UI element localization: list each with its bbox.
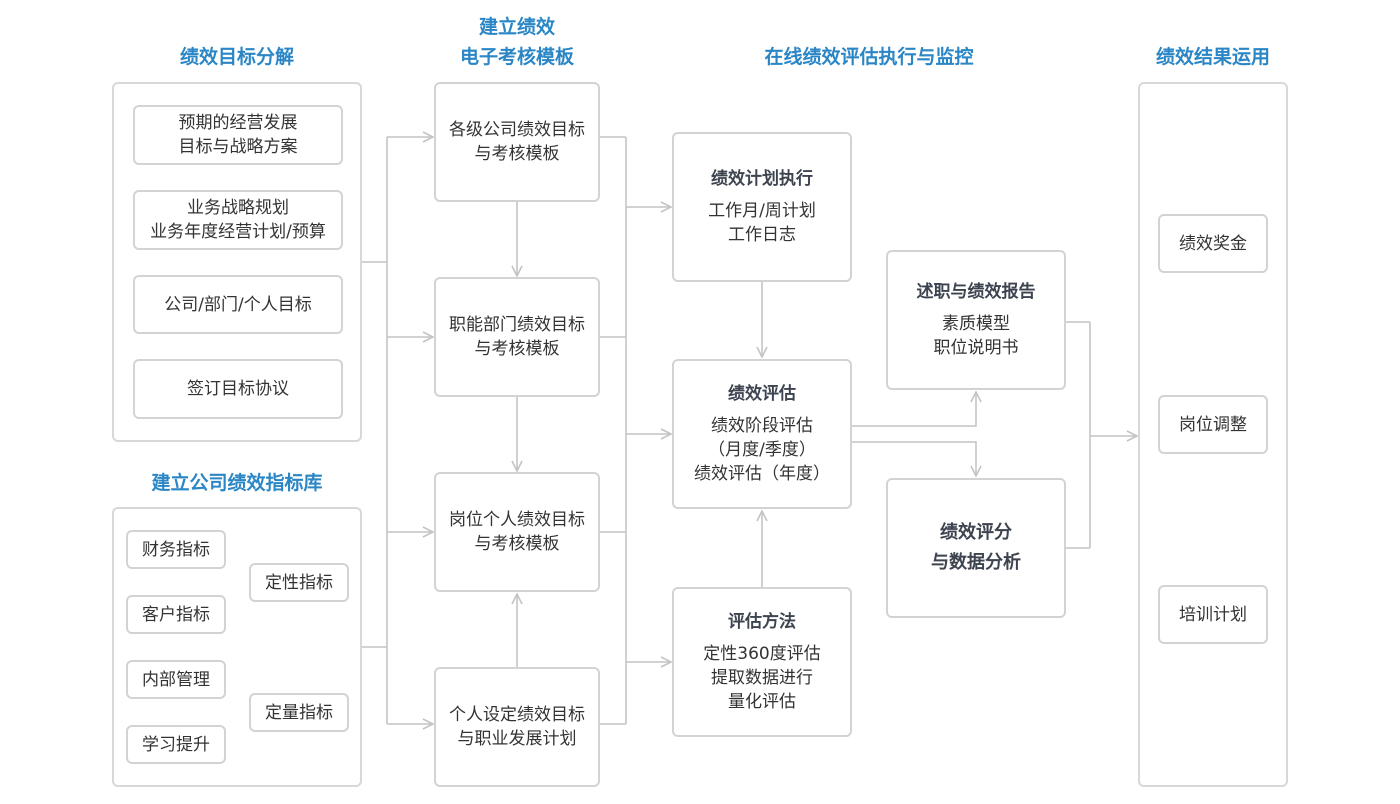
- template-department-line1: 职能部门绩效目标: [449, 315, 585, 335]
- step-targets-box: 公司/部门/个人目标: [133, 275, 343, 334]
- col4-title: 绩效结果运用: [1155, 46, 1270, 68]
- indicator-internal-label: 内部管理: [142, 669, 210, 690]
- step-targets-label: 公司/部门/个人目标: [164, 294, 312, 315]
- score-analysis-line1: 绩效评分: [940, 522, 1012, 543]
- plan-execution-line1: 工作月/周计划: [708, 201, 816, 221]
- step-strategy-line1: 预期的经营发展: [178, 113, 298, 133]
- step-business-plan-box: 业务战略规划 业务年度经营计划/预算: [133, 190, 343, 250]
- score-analysis-box: 绩效评分 与数据分析: [886, 478, 1066, 618]
- evaluation-line2: （月度/季度）: [708, 440, 816, 460]
- template-company: 各级公司绩效目标 与考核模板: [434, 82, 600, 202]
- template-position: 岗位个人绩效目标 与考核模板: [434, 472, 600, 592]
- template-personal-line2: 与职业发展计划: [457, 729, 577, 749]
- step-agreement-box: 签订目标协议: [133, 359, 343, 419]
- method-line3: 量化评估: [728, 692, 796, 712]
- indicator-internal: 内部管理: [126, 660, 226, 699]
- method-line1: 定性360度评估: [703, 644, 821, 664]
- indicator-learning-label: 学习提升: [142, 734, 210, 755]
- method-head: 评估方法: [728, 612, 796, 632]
- result-position-adjust-label: 岗位调整: [1179, 414, 1247, 435]
- indicator-quantitative-label: 定量指标: [265, 702, 333, 723]
- template-company-line1: 各级公司绩效目标: [449, 120, 585, 140]
- col2-title-line1: 建立绩效: [478, 16, 555, 38]
- template-department-line2: 与考核模板: [474, 339, 560, 359]
- template-personal-line1: 个人设定绩效目标: [449, 705, 585, 725]
- evaluation-line3: 绩效评估（年度）: [694, 464, 830, 484]
- plan-execution-line2: 工作日志: [728, 225, 796, 245]
- indicator-learning: 学习提升: [126, 725, 226, 764]
- step-business-plan-line1: 业务战略规划: [187, 198, 289, 218]
- step-business-plan-line2: 业务年度经营计划/预算: [150, 222, 326, 242]
- library-title: 建立公司绩效指标库: [151, 472, 323, 494]
- score-analysis-line2: 与数据分析: [931, 552, 1021, 573]
- method-box: 评估方法 定性360度评估 提取数据进行 量化评估: [672, 587, 852, 737]
- report-line2: 职位说明书: [933, 338, 1019, 358]
- template-company-line2: 与考核模板: [474, 144, 560, 164]
- plan-execution-box: 绩效计划执行 工作月/周计划 工作日志: [672, 132, 852, 282]
- method-line2: 提取数据进行: [711, 668, 813, 688]
- indicator-customer-label: 客户指标: [142, 604, 210, 625]
- col2-title-line2: 电子考核模板: [459, 46, 574, 68]
- col3-title: 在线绩效评估执行与监控: [764, 46, 974, 68]
- indicator-finance: 财务指标: [126, 530, 226, 569]
- result-training-label: 培训计划: [1179, 604, 1247, 625]
- template-position-line1: 岗位个人绩效目标: [449, 510, 585, 530]
- report-line1: 素质模型: [942, 314, 1010, 334]
- plan-execution-head: 绩效计划执行: [711, 169, 813, 189]
- indicator-quantitative: 定量指标: [249, 693, 349, 732]
- template-position-line2: 与考核模板: [474, 534, 560, 554]
- indicator-finance-label: 财务指标: [142, 539, 210, 560]
- evaluation-head: 绩效评估: [728, 384, 796, 404]
- indicator-qualitative-label: 定性指标: [265, 572, 333, 593]
- template-personal: 个人设定绩效目标 与职业发展计划: [434, 667, 600, 787]
- step-strategy-line2: 目标与战略方案: [178, 137, 298, 157]
- result-training: 培训计划: [1158, 585, 1268, 644]
- result-bonus-label: 绩效奖金: [1179, 233, 1247, 254]
- evaluation-line1: 绩效阶段评估: [711, 416, 813, 436]
- result-position-adjust: 岗位调整: [1158, 395, 1268, 454]
- evaluation-box: 绩效评估 绩效阶段评估 （月度/季度） 绩效评估（年度）: [672, 359, 852, 509]
- template-department: 职能部门绩效目标 与考核模板: [434, 277, 600, 397]
- step-agreement-label: 签订目标协议: [187, 379, 289, 399]
- step-strategy-box: 预期的经营发展 目标与战略方案: [133, 105, 343, 165]
- result-bonus: 绩效奖金: [1158, 214, 1268, 273]
- col1-title: 绩效目标分解: [179, 46, 294, 68]
- report-head: 述职与绩效报告: [916, 282, 1036, 302]
- indicator-customer: 客户指标: [126, 595, 226, 634]
- indicator-qualitative: 定性指标: [249, 563, 349, 602]
- report-box: 述职与绩效报告 素质模型 职位说明书: [886, 250, 1066, 390]
